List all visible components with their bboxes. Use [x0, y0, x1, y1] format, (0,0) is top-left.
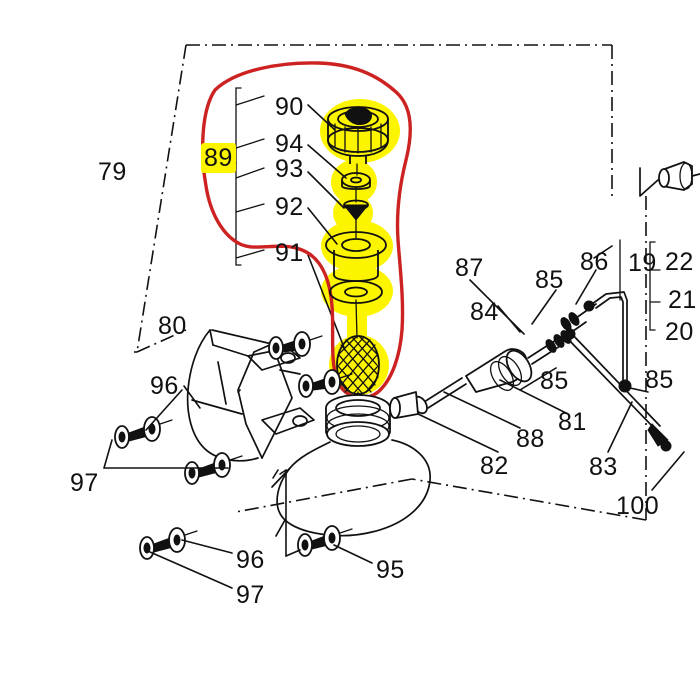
callout-89-highlight: 89	[201, 143, 236, 173]
callout-88: 88	[516, 425, 545, 453]
right-callout-leaders	[417, 239, 685, 491]
callout-19: 19	[628, 249, 657, 277]
fastener-group-upper-right	[268, 331, 353, 398]
callout-86: 86	[580, 248, 609, 276]
part-90-fuel-cap	[327, 106, 389, 164]
callout-85-right: 85	[645, 366, 674, 394]
fastener-group-left	[114, 416, 243, 485]
callout-82: 82	[480, 452, 509, 480]
fuel-tank-body	[271, 439, 431, 537]
red-annotation-outline	[201, 61, 412, 400]
right-edge-fitting	[639, 161, 700, 197]
callout-79: 79	[98, 158, 127, 186]
callout-84: 84	[470, 298, 499, 326]
fastener-group-bottom-right	[297, 525, 353, 557]
callout-85-mid: 85	[540, 367, 569, 395]
right-linkage-assembly	[389, 291, 672, 452]
callout-22: 22	[665, 248, 694, 276]
sheet-boundary-left-lower	[136, 329, 187, 353]
callout-83: 83	[589, 453, 618, 481]
assembly-center-stem	[355, 163, 359, 405]
callout-95: 95	[376, 556, 405, 584]
callout-91: 91	[275, 239, 304, 267]
callout-93: 93	[275, 155, 304, 183]
fuel-tank-neck	[325, 394, 391, 447]
sheet-boundary-frame	[134, 44, 647, 521]
fastener-callout-leaders	[103, 385, 373, 589]
callout-94: 94	[275, 130, 304, 158]
fastener-group-bottom-left	[139, 527, 198, 560]
callout-80: 80	[158, 312, 187, 340]
callout-21: 21	[668, 286, 697, 314]
callout-92: 92	[275, 193, 304, 221]
callout-96-lower: 96	[236, 546, 265, 574]
callout-20: 20	[665, 318, 694, 346]
callout-97-lower: 97	[236, 581, 265, 609]
callout-100: 100	[616, 492, 660, 520]
callout-81: 81	[558, 408, 587, 436]
callout-89: 89	[201, 143, 236, 173]
callout-87: 87	[455, 254, 484, 282]
callout-85-upper: 85	[535, 266, 564, 294]
callout-97-upper: 97	[70, 469, 99, 497]
callout-96-upper: 96	[150, 372, 179, 400]
callout-90: 90	[275, 93, 304, 121]
